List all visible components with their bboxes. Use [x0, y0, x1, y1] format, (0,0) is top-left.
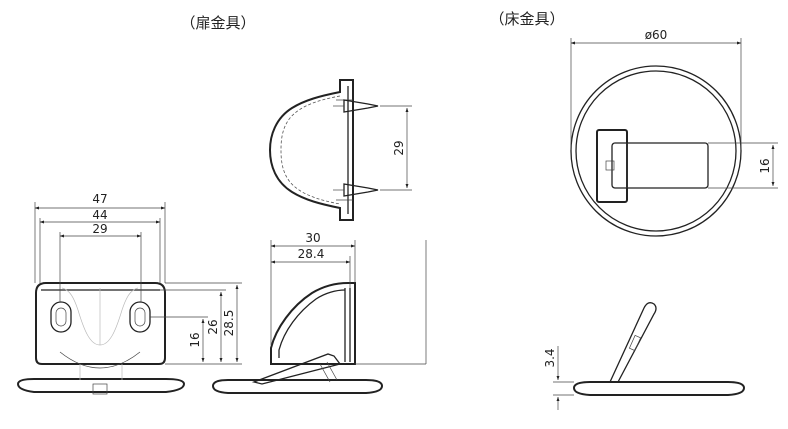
dimension-side-depth-inner: 28.4	[270, 247, 351, 288]
dim-label-door-width-inner: 44	[92, 208, 107, 222]
floor-bracket-side-view	[572, 302, 746, 396]
dimension-door-hole-pitch: 29	[59, 222, 142, 302]
dim-label-door-height-inner: 26	[206, 319, 220, 334]
dim-label-side-depth-inner: 28.4	[298, 247, 325, 261]
dim-label-floor-slot-width: 16	[758, 158, 772, 173]
dim-label-door-hole-pitch: 29	[92, 222, 107, 236]
dimension-floor-diameter: ø60	[570, 28, 742, 150]
dim-label-floor-thickness: 3.4	[543, 348, 557, 367]
floor-bracket-top-view	[570, 65, 742, 237]
dimension-door-width-inner: 44	[39, 208, 161, 283]
door-bracket-side-view	[211, 240, 427, 394]
door-bracket-front-view	[16, 282, 186, 395]
dimension-top-pitch: 29	[380, 105, 412, 191]
dim-label-side-depth-outer: 30	[305, 231, 320, 245]
dimension-floor-thickness: 3.4	[543, 346, 574, 410]
dim-label-floor-diameter: ø60	[645, 28, 668, 42]
door-bracket-title: （扉金具）	[180, 14, 255, 32]
dimension-floor-slot-width: 16	[708, 142, 778, 189]
floor-bracket-title: （床金具）	[489, 10, 564, 28]
dim-label-door-width-outer: 47	[92, 192, 107, 206]
dim-label-door-hole-height: 16	[188, 332, 202, 347]
dimension-door-heights: 16 26 28.5	[150, 282, 242, 365]
dim-label-door-height-outer: 28.5	[222, 310, 236, 337]
door-bracket-top-view	[268, 79, 379, 221]
dimension-door-width-outer: 47	[34, 192, 166, 283]
dimension-side-depth-outer: 30	[270, 231, 356, 345]
dim-label-top-pitch: 29	[392, 140, 406, 155]
